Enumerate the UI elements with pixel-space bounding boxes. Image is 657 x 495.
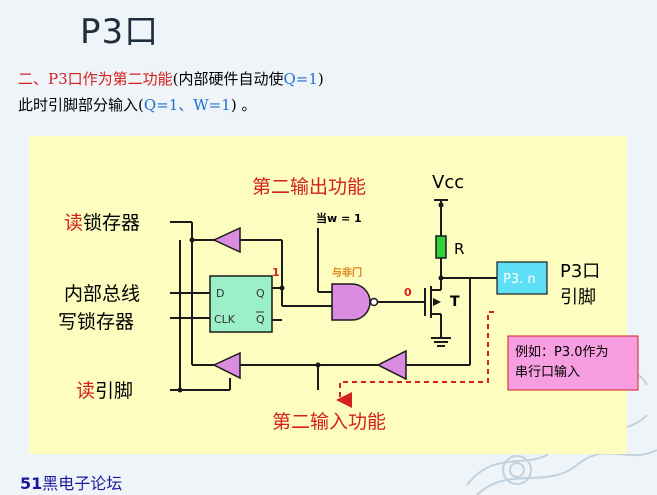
note-values: Q=1、W=1 <box>143 96 231 114</box>
callout-line1: 例如：P3.0作为 <box>515 344 609 360</box>
label-vcc: Vcc <box>432 172 464 193</box>
label-when-w: 当w = 1 <box>316 211 362 225</box>
label-internal-bus: 内部总线 <box>64 283 140 305</box>
footer-watermark: 51黑电子论坛 <box>20 474 123 493</box>
latch-pin-d: D <box>216 287 224 300</box>
heading-paren-close: ) <box>317 70 324 88</box>
label-read-latch: 读锁存器 <box>64 212 140 234</box>
label-nand: 与非门 <box>332 266 362 279</box>
p3n-label: P3. n <box>503 272 536 287</box>
read-pin-buffer <box>212 351 241 380</box>
page-title: P3口 <box>80 12 160 52</box>
label-q-one: 1 <box>272 266 280 279</box>
latch-pin-q: Q <box>256 287 265 300</box>
latch-pin-qbar: Q <box>256 313 265 326</box>
read-latch-buffer <box>212 226 241 254</box>
label-transistor-t: T <box>450 294 460 310</box>
label-read-pin: 读引脚 <box>76 380 133 402</box>
diagram-panel <box>29 136 627 454</box>
d-latch <box>209 275 273 333</box>
heading-q-value: Q=1 <box>283 70 318 88</box>
resistor-r <box>435 235 447 259</box>
junction-dots <box>177 202 444 393</box>
label-resistor: R <box>454 240 464 258</box>
label-pin: 引脚 <box>560 287 596 308</box>
callout-line2: 串行口输入 <box>515 364 580 380</box>
label-second-output: 第二输出功能 <box>252 176 366 198</box>
label-second-input: 第二输入功能 <box>272 411 386 433</box>
note-suffix: ) 。 <box>230 96 257 114</box>
label-write-latch: 写锁存器 <box>58 311 134 333</box>
callout-box <box>507 335 639 391</box>
heading-main: 二、P3口作为第二功能 <box>18 70 173 88</box>
latch-pin-clk: CLK <box>214 313 236 326</box>
p3n-pin-box <box>496 261 548 295</box>
note-prefix: 此时引脚部分输入( <box>18 96 144 114</box>
nand-bubble <box>369 297 379 307</box>
nand-gate <box>331 283 371 321</box>
section-heading: 二、P3口作为第二功能(内部硬件自动使Q=1) <box>18 68 324 89</box>
section-note: 此时引脚部分输入(Q=1、W=1) 。 <box>18 94 256 115</box>
heading-paren-open: (内部硬件自动使 <box>172 70 284 88</box>
input-path-arrow <box>336 311 494 408</box>
transistor-arrow-icon <box>433 298 441 306</box>
label-gate-zero: 0 <box>404 286 412 299</box>
label-p3-port: P3口 <box>560 261 600 282</box>
second-input-buffer <box>376 349 407 381</box>
